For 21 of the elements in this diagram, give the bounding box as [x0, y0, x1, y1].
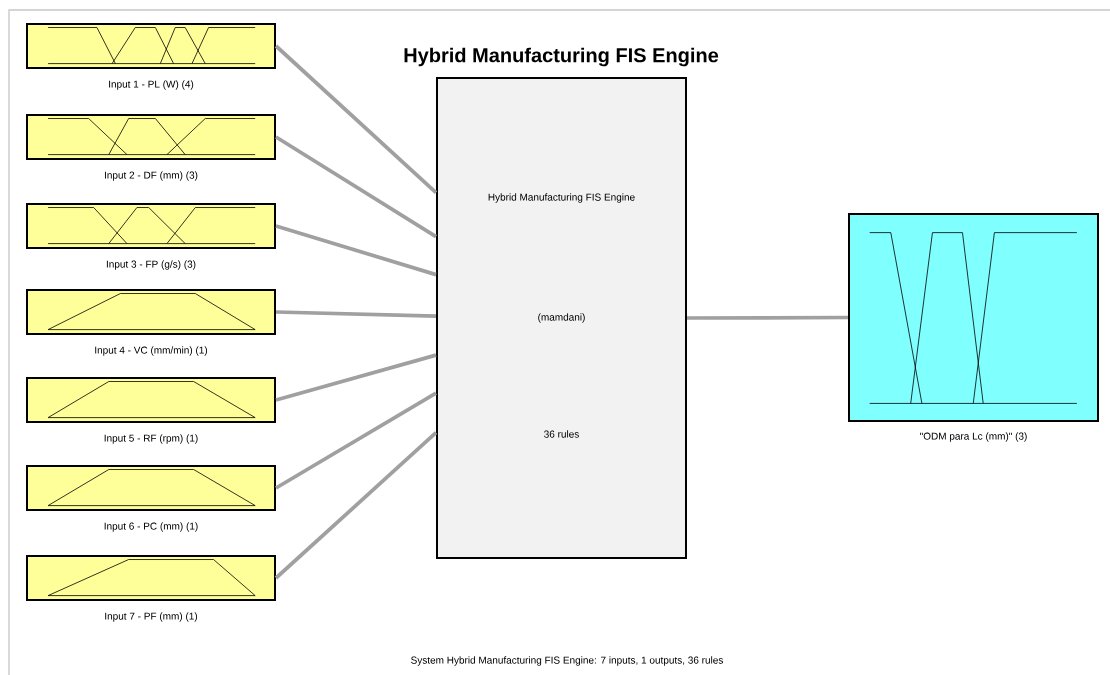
- connector-line: [274, 431, 438, 580]
- variable-label: Input 1 - PL (W) (4): [109, 80, 194, 90]
- variable-label: Input 7 - PF (mm) (1): [105, 612, 198, 622]
- variable-label: Input 6 - PC (mm) (1): [104, 522, 198, 532]
- connector-line: [687, 315, 848, 320]
- variable-label: Input 4 - VC (mm/min) (1): [95, 346, 208, 356]
- connector-line: [275, 310, 437, 318]
- engine-text: Hybrid Manufacturing FIS Engine: [488, 193, 635, 203]
- engine-text: (mamdani): [538, 313, 585, 323]
- variable-label: "ODM para Lc (mm)" (3): [920, 432, 1027, 442]
- variable-label: Input 3 - FP (g/s) (3): [106, 260, 196, 270]
- diagram-title: Hybrid Manufacturing FIS Engine: [404, 47, 719, 67]
- connector-line: [275, 224, 437, 277]
- connector-line: [275, 135, 437, 239]
- connector-line: [274, 44, 438, 195]
- engine-text: 36 rules: [544, 430, 579, 438]
- variable-label: Input 5 - RF (rpm) (1): [104, 434, 198, 444]
- status-caption: System Hybrid Manufacturing FIS Engine: 7 inputs, 1 outputs, 36 rules: [411, 656, 723, 666]
- connector-line: [275, 391, 437, 490]
- connector-line: [275, 353, 437, 402]
- variable-label: Input 2 - DF (mm) (3): [104, 171, 198, 181]
